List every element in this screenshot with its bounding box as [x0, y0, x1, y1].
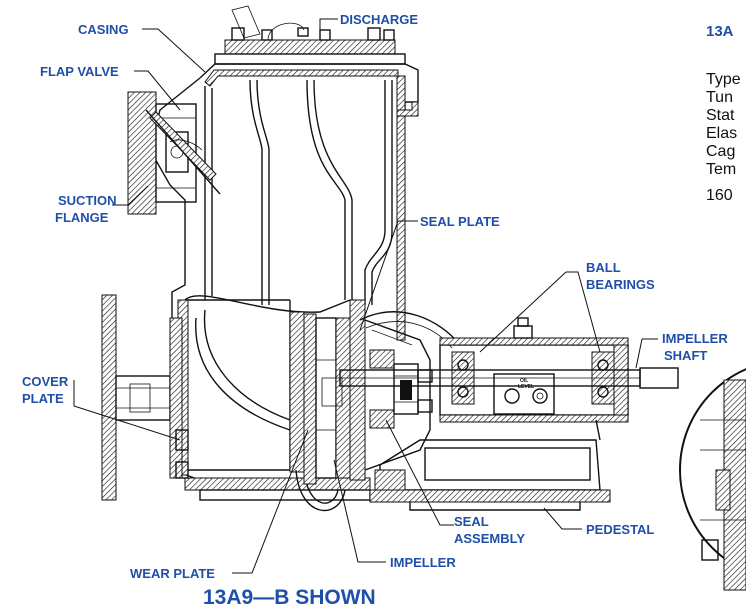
label-suction-line1: SUCTION	[58, 193, 117, 208]
label-ball-bearings-line2: BEARINGS	[586, 277, 655, 292]
side-panel-line: 160	[706, 187, 733, 204]
label-cover-plate-line2: PLATE	[22, 391, 64, 406]
label-discharge: DISCHARGE	[340, 12, 418, 27]
casing-drawing	[149, 5, 419, 512]
leader-lines	[73, 18, 658, 574]
side-panel-line: Tun	[706, 89, 733, 106]
bearing-housing-drawing: OIL LEVEL	[339, 311, 679, 423]
side-panel-title: 13A	[706, 23, 734, 40]
side-panel: 13A Type Tun Stat Elas Cag Tem 160	[706, 23, 741, 204]
label-wear-plate: WEAR PLATE	[130, 566, 215, 581]
side-panel-line: Stat	[706, 107, 735, 124]
side-panel-line: Type	[706, 71, 741, 88]
label-suction-line2: FLANGE	[55, 210, 109, 225]
label-seal-assembly-line1: SEAL	[454, 514, 489, 529]
side-panel-line: Tem	[706, 161, 736, 178]
label-ball-bearings-line1: BALL	[586, 260, 621, 275]
side-panel-line: Cag	[706, 143, 735, 160]
seal-plate-drawing	[349, 299, 433, 481]
label-seal-assembly-line2: ASSEMBLY	[454, 531, 525, 546]
suction-flange-drawing	[127, 91, 221, 215]
pedestal-drawing	[369, 419, 611, 511]
label-seal-plate: SEAL PLATE	[420, 214, 500, 229]
oil-level-text-1: OIL	[520, 378, 528, 384]
callout-labels: CASING DISCHARGE FLAP VALVE SUCTION FLAN…	[22, 12, 728, 581]
cover-plate-drawing	[101, 294, 189, 501]
side-panel-line: Elas	[706, 125, 737, 142]
figure-caption: 13A9—B SHOWN	[203, 586, 376, 609]
label-impeller-shaft-line2: SHAFT	[664, 348, 707, 363]
label-impeller-shaft-line1: IMPELLER	[662, 331, 728, 346]
label-impeller: IMPELLER	[390, 555, 456, 570]
oil-level-text-2: LEVEL	[518, 384, 534, 390]
label-cover-plate-line1: COVER	[22, 374, 69, 389]
impeller-drawing	[303, 313, 351, 485]
label-pedestal: PEDESTAL	[586, 522, 654, 537]
label-flap-valve: FLAP VALVE	[40, 64, 119, 79]
seal-detail-inset	[679, 368, 746, 591]
label-casing: CASING	[78, 22, 129, 37]
